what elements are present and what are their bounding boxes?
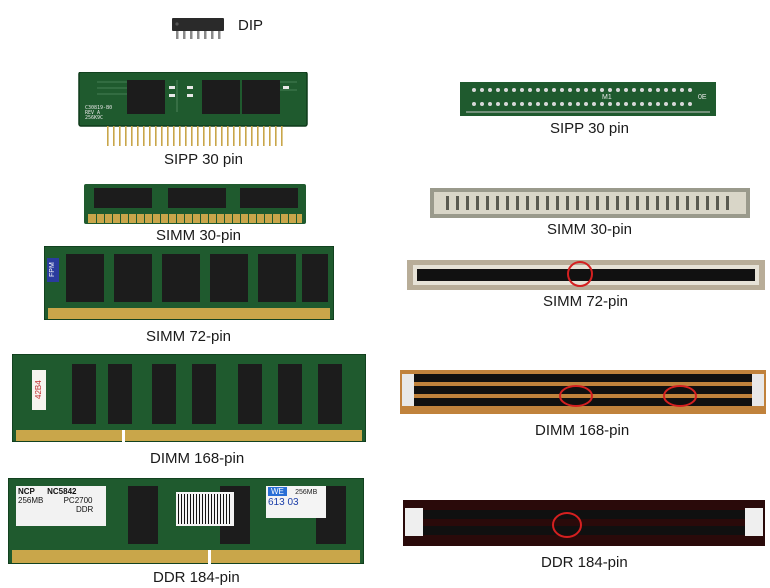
- ddr-sticker-left: NCP NC5842 256MB PC2700 DDR: [16, 486, 106, 526]
- dip-chip-photo: [170, 14, 226, 40]
- simm30-socket-label: SIMM 30-pin: [547, 221, 633, 238]
- ddr-sticker-right: WE 256MB 613 03: [266, 486, 326, 518]
- sipp-marking: C30819-B0 REV A 256K9C: [85, 105, 113, 121]
- ddr184-socket-label: DDR 184-pin: [541, 554, 628, 571]
- ddr184-module-label: DDR 184-pin: [153, 569, 240, 586]
- dimm168-module-label: DIMM 168-pin: [150, 450, 245, 467]
- simm30-module-label: SIMM 30-pin: [156, 227, 242, 244]
- sipp-socket-mark-m1: M1: [602, 94, 612, 101]
- dip-label: DIP: [238, 17, 264, 34]
- sipp-socket-mark-0e: 0E: [698, 94, 707, 101]
- fpm-sticker: FPM: [47, 258, 59, 282]
- sipp-module-photo: C30819-B0 REV A 256K9C: [77, 72, 309, 148]
- dimm168-socket-label: DIMM 168-pin: [535, 422, 630, 439]
- simm72-socket-photo: [407, 260, 765, 290]
- sipp-socket-photo: M1 0E: [460, 82, 716, 116]
- dimm168-module-photo: 42B4: [12, 354, 366, 442]
- dimm168-socket-photo: [400, 370, 766, 414]
- simm72-socket-label: SIMM 72-pin: [543, 293, 629, 310]
- ddr184-socket-photo: [403, 500, 765, 546]
- ddr184-module-photo: NCP NC5842 256MB PC2700 DDR WE 256MB 613…: [8, 478, 364, 564]
- simm72-module-photo: FPM: [44, 246, 334, 320]
- ddr-barcode-sticker: [176, 492, 234, 526]
- sipp-socket-label: SIPP 30 pin: [550, 120, 629, 137]
- simm30-socket-photo: [430, 188, 750, 218]
- simm30-module-photo: [84, 184, 306, 224]
- simm72-module-label: SIMM 72-pin: [146, 328, 232, 345]
- dimm-sticker: 42B4: [32, 370, 46, 410]
- sipp-module-label: SIPP 30 pin: [164, 151, 243, 168]
